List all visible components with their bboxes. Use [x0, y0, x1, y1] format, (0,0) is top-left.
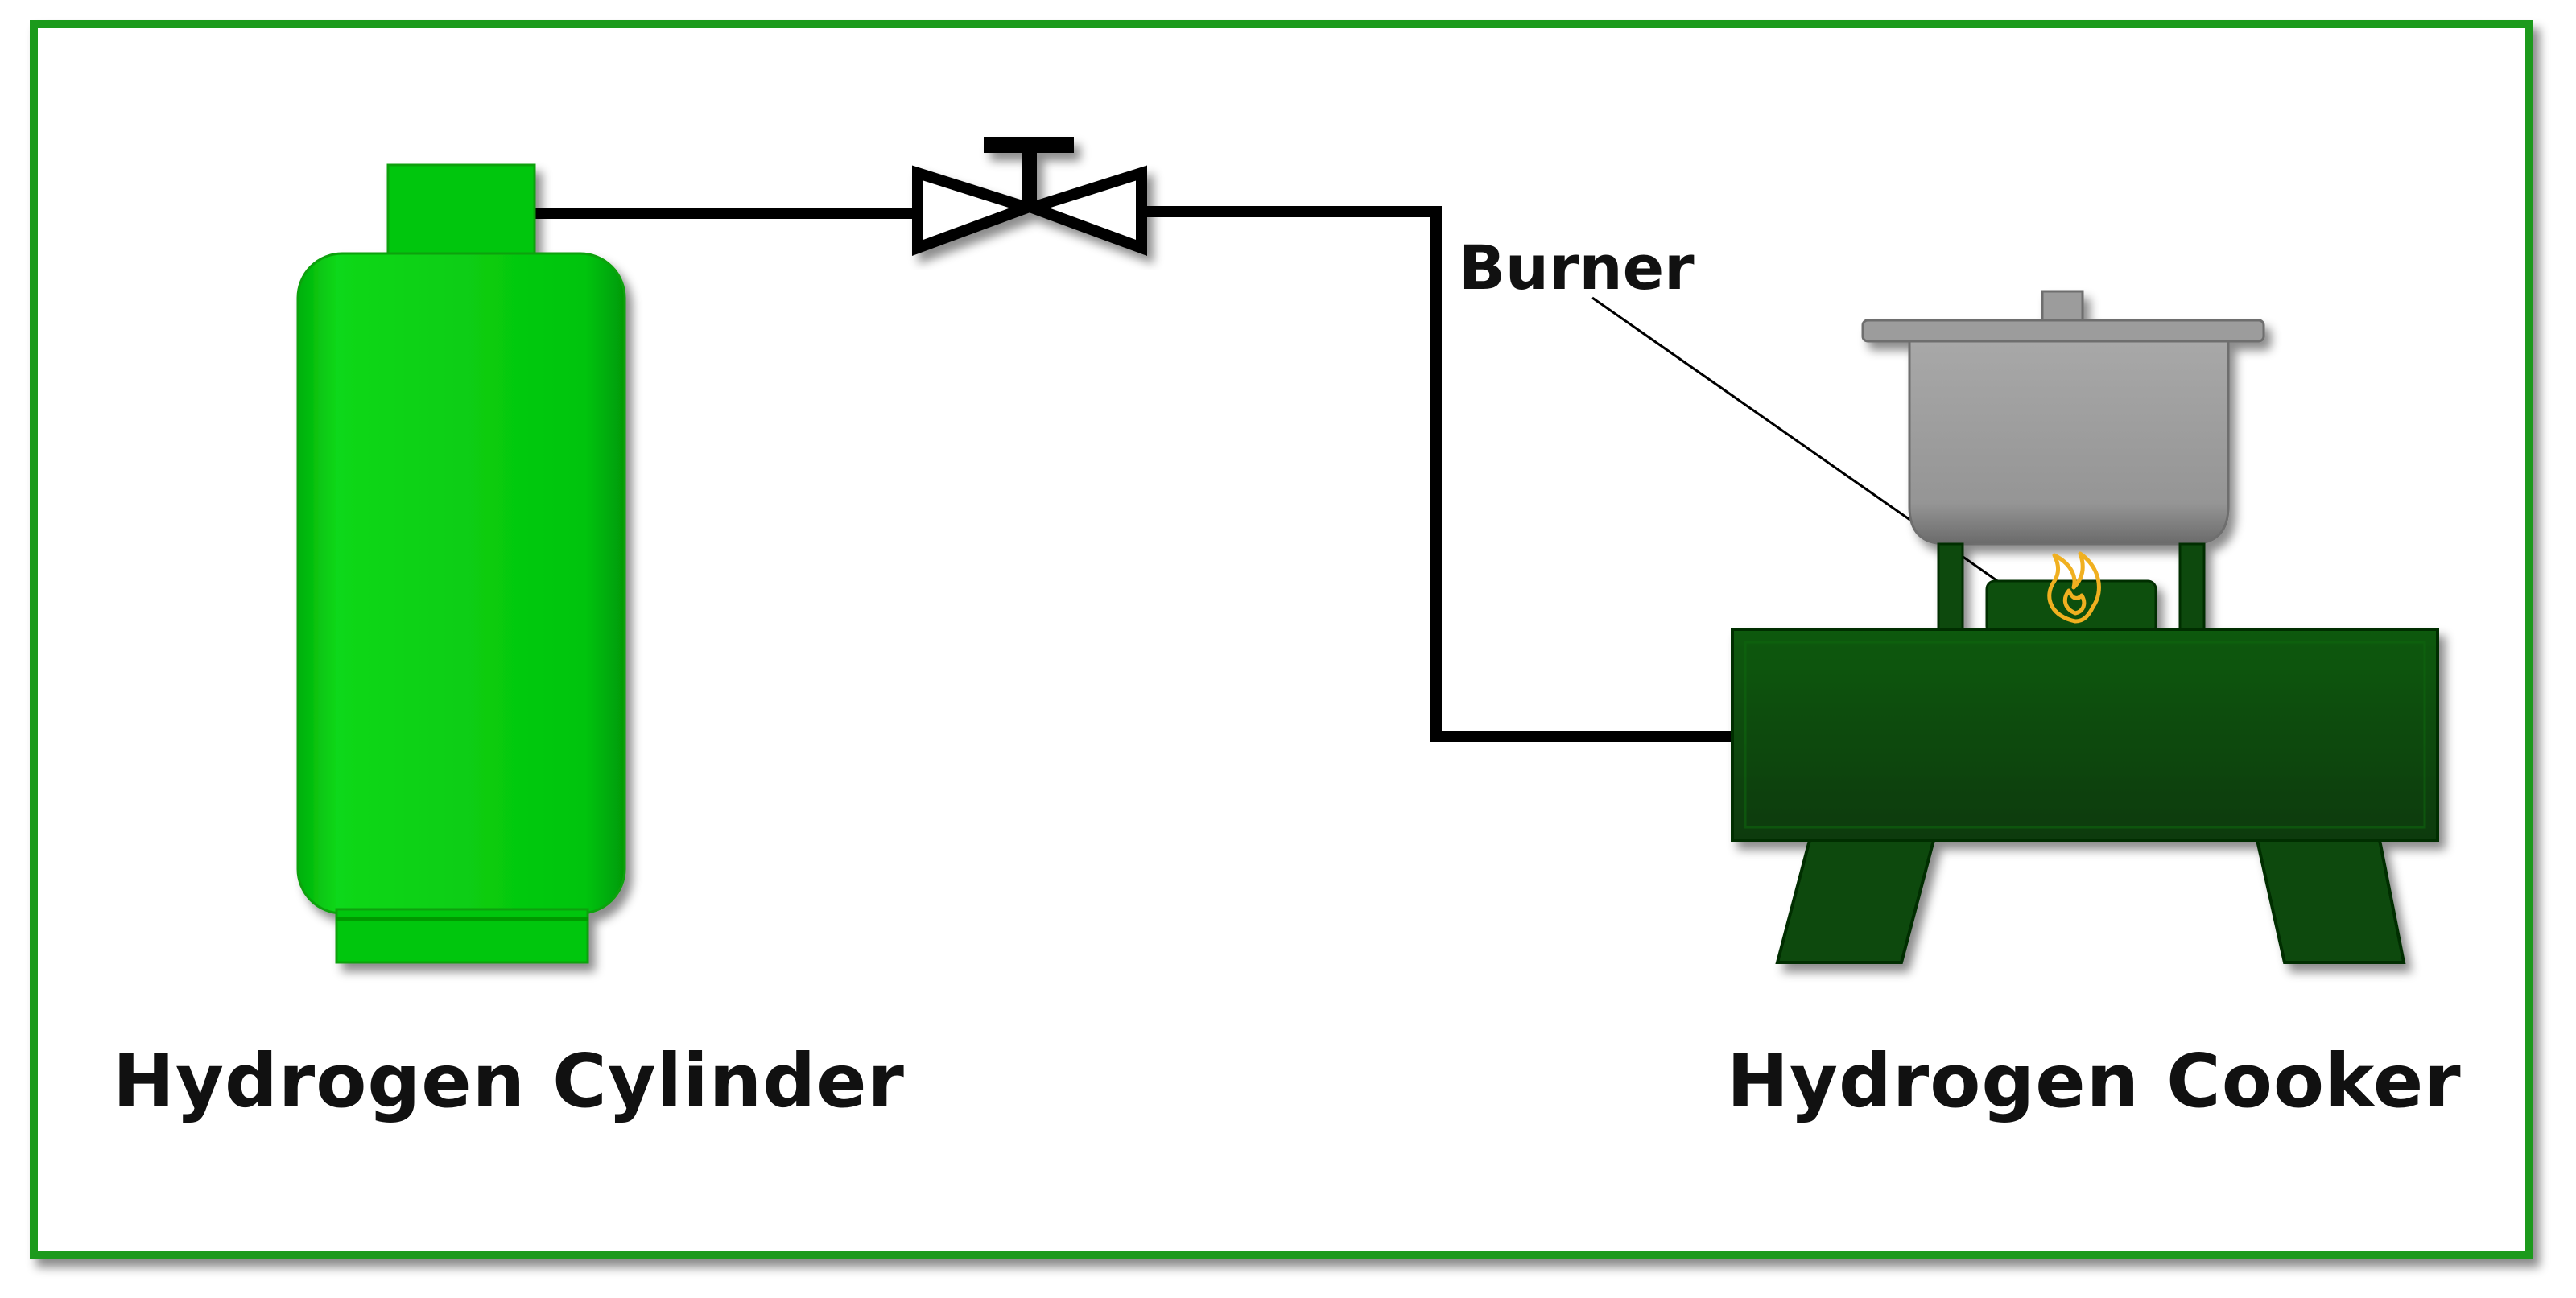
valve-icon [912, 137, 1147, 257]
flame-icon [2047, 551, 2101, 624]
cylinder-label: Hydrogen Cylinder [113, 1038, 905, 1124]
cylinder-neck [386, 163, 536, 263]
hydrogen-cooker [1731, 542, 2439, 964]
burner-head [1985, 579, 2157, 636]
gas-pipe [531, 206, 1732, 742]
burner-label: Burner [1459, 232, 1695, 303]
cylinder-body [296, 252, 626, 915]
cooker-label: Hydrogen Cooker [1727, 1038, 2462, 1124]
cooking-pot [1861, 290, 2265, 546]
hydrogen-cylinder [296, 163, 626, 964]
cooker-leg-right [2255, 839, 2406, 964]
cooker-body [1731, 628, 2439, 842]
cooker-leg-left [1775, 839, 1936, 964]
